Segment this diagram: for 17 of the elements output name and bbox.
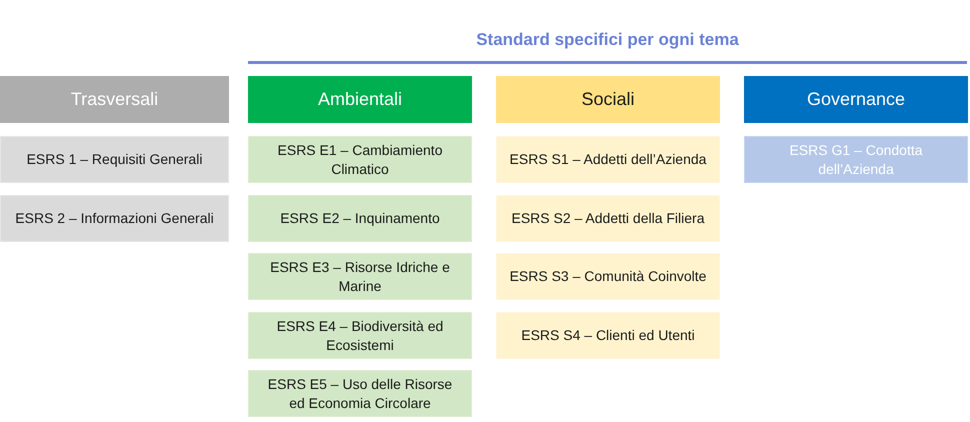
category-header: Governance: [744, 76, 968, 123]
standard-card: ESRS 2 – Informazioni Generali: [0, 195, 229, 242]
category-header: Ambientali: [248, 76, 472, 123]
standard-card: ESRS E2 – Inquinamento: [248, 195, 472, 242]
category-header: Sociali: [496, 76, 720, 123]
standard-card: ESRS S4 – Clienti ed Utenti: [496, 312, 720, 359]
category-header: Trasversali: [0, 76, 229, 123]
standard-card: ESRS E5 – Uso delle Risorse ed Economia Circolare: [248, 370, 472, 417]
standard-card: ESRS 1 – Requisiti Generali: [0, 136, 229, 183]
standard-card: ESRS E1 – Cambiamiento Climatico: [248, 136, 472, 183]
standard-card: ESRS G1 – Condotta dell’Azienda: [744, 136, 968, 183]
standard-card: ESRS S1 – Addetti dell’Azienda: [496, 136, 720, 183]
section-heading: Standard specifici per ogni tema: [475, 30, 740, 50]
standard-card: ESRS E3 – Risorse Idriche e Marine: [248, 253, 472, 300]
standard-card: ESRS E4 – Biodiversità ed Ecosistemi: [248, 312, 472, 359]
standard-card: ESRS S3 – Comunità Coinvolte: [496, 253, 720, 300]
standard-card: ESRS S2 – Addetti della Filiera: [496, 195, 720, 242]
